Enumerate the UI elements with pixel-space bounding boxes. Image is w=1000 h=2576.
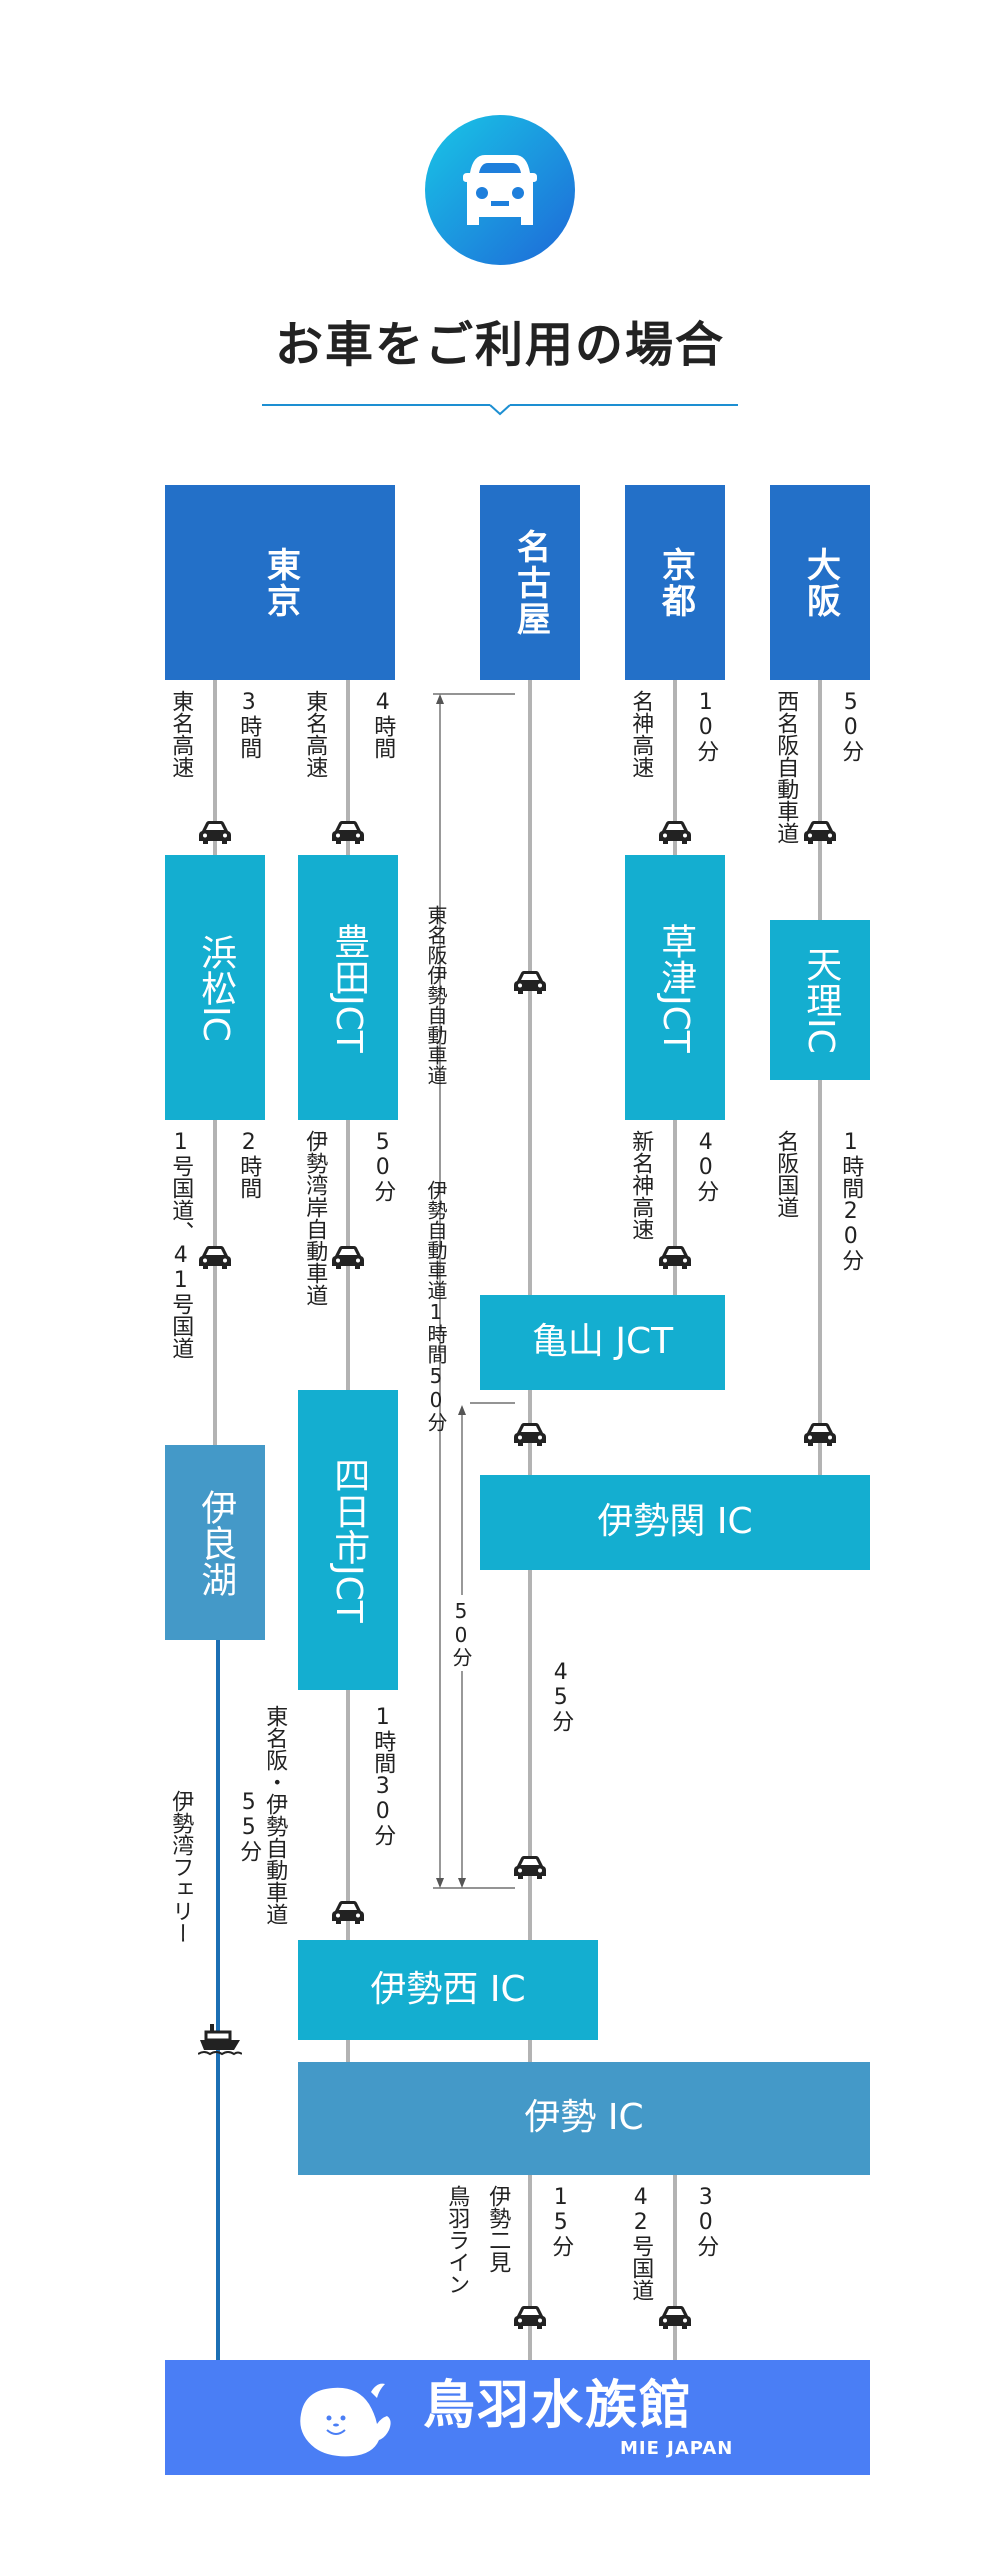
origin-tokyo[interactable]: 東京 [165, 485, 395, 680]
car-icon [332, 1246, 364, 1269]
car-icon [332, 1901, 364, 1924]
bracket-road-label: 東名阪伊勢自動車道 [424, 905, 448, 1085]
route-time-label: 15分 [548, 2185, 574, 2257]
ferry-name-label: 伊勢湾フェリー [168, 1790, 194, 1944]
route-road-label: 伊勢二見 [485, 2185, 511, 2273]
route-road-label: 東名阪・伊勢自動車道 [262, 1705, 288, 1925]
route-time-label: 40分 [693, 1130, 719, 1202]
route-road-label: 東名高速 [302, 690, 328, 778]
car-icon [659, 821, 691, 844]
route-time-label: 1時間30分 [370, 1705, 396, 1846]
ferry-icon [198, 2024, 242, 2056]
route-road-label: 新名神高速 [628, 1130, 654, 1240]
origin-osaka[interactable]: 大阪 [770, 485, 870, 680]
destination-subtitle: MIE JAPAN [620, 2438, 734, 2459]
origin-nagoya[interactable]: 名古屋 [480, 485, 580, 680]
route-time-label: 30分 [693, 2185, 719, 2257]
route-road-label: 42号国道 [628, 2185, 654, 2301]
node-label: 伊勢 IC [524, 2097, 644, 2139]
node-label: 草津JCT [655, 922, 697, 1053]
ferry-time-label: 55分 [236, 1790, 262, 1862]
car-icon [514, 1423, 546, 1446]
destination-toba-aquarium[interactable]: 鳥羽水族館 MIE JAPAN [165, 2360, 870, 2475]
route-time-label: 2時間 [236, 1130, 262, 1199]
node-label: 天理IC [800, 946, 842, 1054]
car-icon [332, 821, 364, 844]
route-time-label: 1時間20分 [838, 1130, 864, 1271]
car-icon [514, 1856, 546, 1879]
node-label: 浜松IC [195, 933, 237, 1042]
route-road-label: 西名阪自動車道 [773, 690, 799, 844]
route-time-label: 4時間 [370, 690, 396, 759]
bracket-time-label: 50分 [449, 1595, 473, 1671]
car-icon [659, 2306, 691, 2329]
route-time-label: 3時間 [236, 690, 262, 759]
route-time-label: 45分 [548, 1660, 574, 1732]
car-icon [514, 2306, 546, 2329]
origin-label: 大阪 [800, 546, 841, 619]
car-icon [199, 821, 231, 844]
route-road-label: 東名高速 [168, 690, 194, 778]
node-label: 伊良湖 [195, 1488, 237, 1597]
node-isenishi-ic[interactable]: 伊勢西 IC [298, 1940, 598, 2040]
origin-label: 名古屋 [510, 528, 551, 637]
route-road-label: 名阪国道 [773, 1130, 799, 1218]
car-icon [804, 1423, 836, 1446]
node-ise-ic[interactable]: 伊勢 IC [298, 2062, 870, 2175]
node-label: 亀山 JCT [531, 1321, 674, 1363]
route-road-label: 1号国道、41号国道 [168, 1130, 194, 1359]
node-hamamatsu-ic[interactable]: 浜松IC [165, 855, 265, 1120]
bracket-road-label: 伊勢自動車道1時間50分 [424, 1180, 448, 1432]
beluga-logo-icon [300, 2383, 391, 2457]
origin-label: 京都 [655, 546, 696, 619]
origin-label: 東京 [260, 546, 301, 619]
car-header-icon [425, 115, 575, 265]
node-tenri-ic[interactable]: 天理IC [770, 920, 870, 1080]
node-kusatsu-jct[interactable]: 草津JCT [625, 855, 725, 1120]
node-iseseki-ic[interactable]: 伊勢関 IC [480, 1475, 870, 1570]
route-time-label: 50分 [370, 1130, 396, 1202]
title-underline [262, 404, 738, 416]
route-time-label: 10分 [693, 690, 719, 762]
car-icon [199, 1246, 231, 1269]
node-irago[interactable]: 伊良湖 [165, 1445, 265, 1640]
route-road-label: 鳥羽ライン [444, 2185, 470, 2295]
route-road-label: 名神高速 [628, 690, 654, 778]
route-time-label: 50分 [838, 690, 864, 762]
node-label: 伊勢関 IC [597, 1501, 753, 1543]
car-icon [659, 1246, 691, 1269]
destination-name: 鳥羽水族館 [423, 2376, 694, 2436]
route-road-label: 伊勢湾岸自動車道 [302, 1130, 328, 1306]
car-icon [514, 971, 546, 994]
node-yokkaichi-jct[interactable]: 四日市JCT [298, 1390, 398, 1690]
page-title: お車をご利用の場合 [274, 317, 725, 373]
car-icon [804, 821, 836, 844]
origin-kyoto[interactable]: 京都 [625, 485, 725, 680]
node-label: 豊田JCT [328, 922, 370, 1053]
node-label: 伊勢西 IC [370, 1968, 526, 2010]
node-label: 四日市JCT [328, 1457, 370, 1623]
node-toyota-jct[interactable]: 豊田JCT [298, 855, 398, 1120]
node-kameyama-jct[interactable]: 亀山 JCT [480, 1295, 725, 1390]
